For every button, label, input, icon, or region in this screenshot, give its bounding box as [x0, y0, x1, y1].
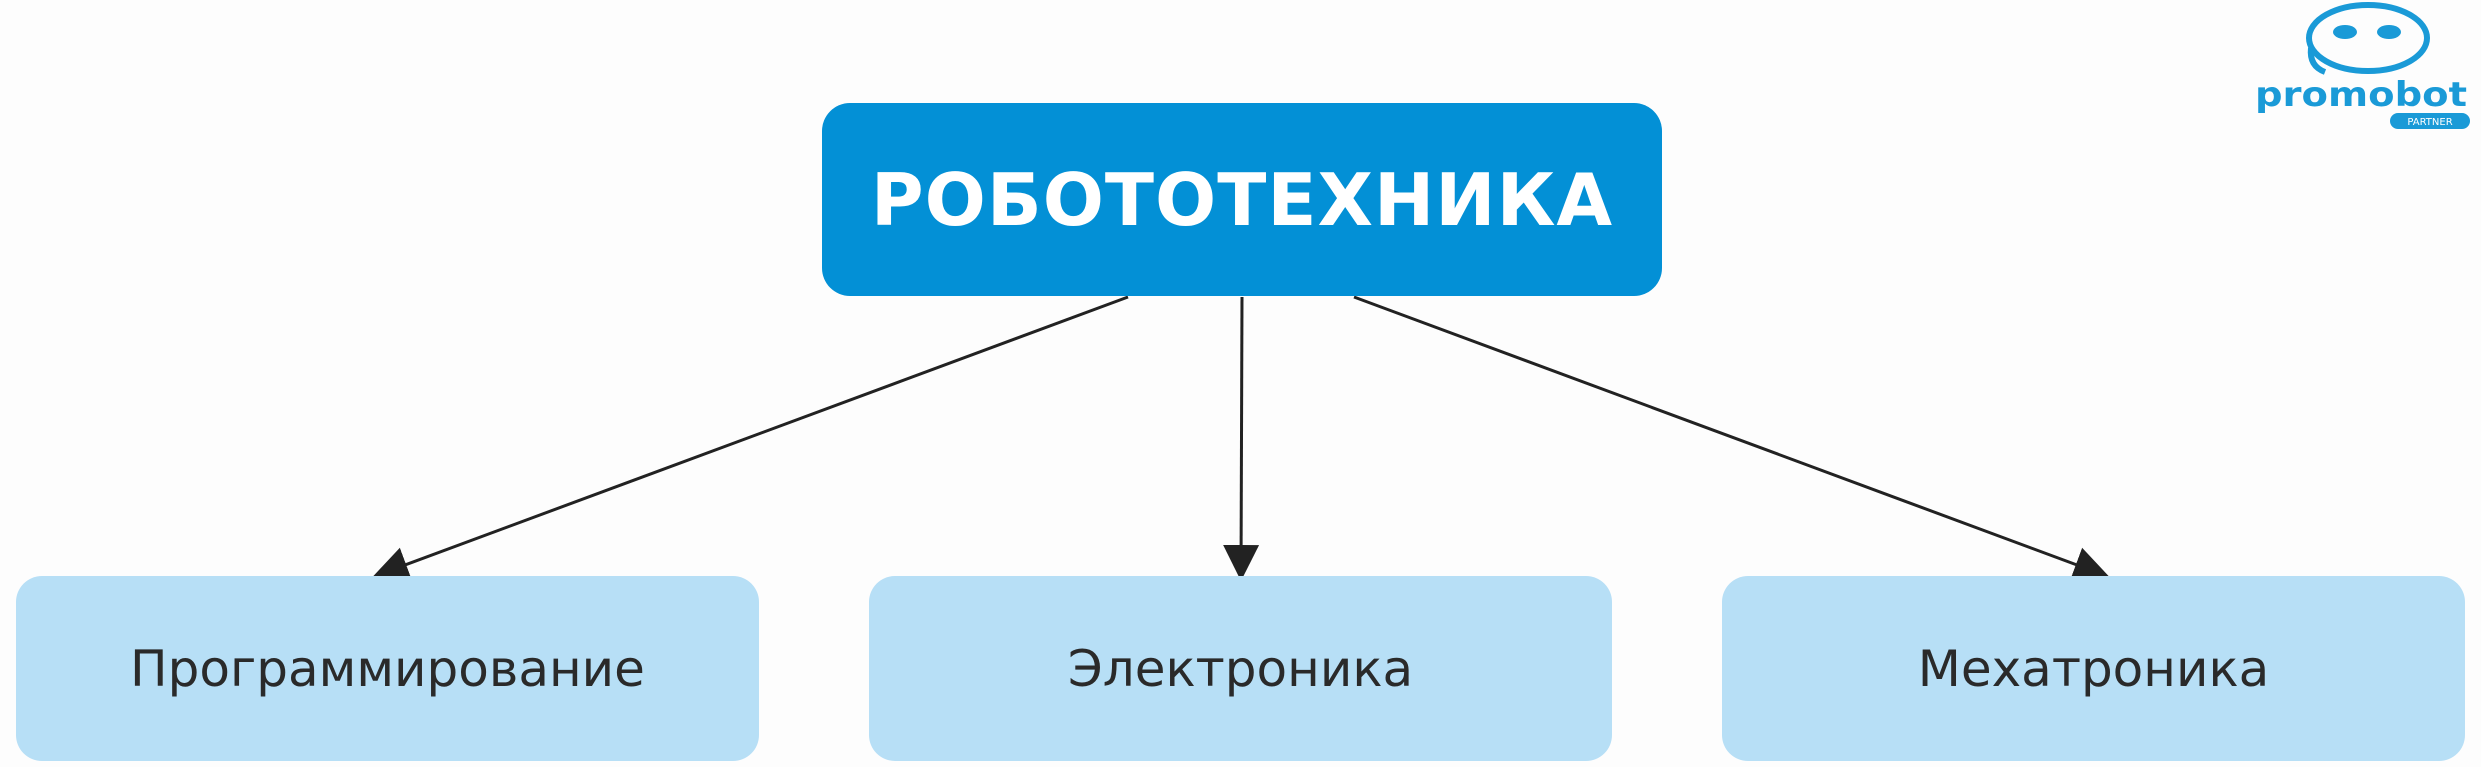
arrow-to-programming — [372, 295, 1129, 582]
arrow-to-electronics — [1223, 296, 1260, 581]
child-node-electronics: Электроника — [869, 576, 1612, 761]
child-label: Электроника — [1067, 639, 1414, 698]
child-label: Мехатроника — [1917, 639, 2270, 698]
logo-wordmark: promobot — [2255, 75, 2467, 115]
child-node-programming: Программирование — [16, 576, 759, 761]
partner-label: PARTNER — [2407, 117, 2452, 128]
partner-badge — [2390, 113, 2470, 129]
child-label: Программирование — [130, 639, 645, 698]
root-node: РОБОТОТЕХНИКА — [822, 103, 1662, 296]
child-node-mechatronics: Мехатроника — [1722, 576, 2465, 761]
robot-head-icon — [2306, 2, 2430, 75]
arrow-to-mechatronics — [1353, 295, 2110, 582]
root-label: РОБОТОТЕХНИКА — [870, 157, 1614, 242]
promobot-partner-logo: promobot PARTNER — [2255, 2, 2470, 129]
